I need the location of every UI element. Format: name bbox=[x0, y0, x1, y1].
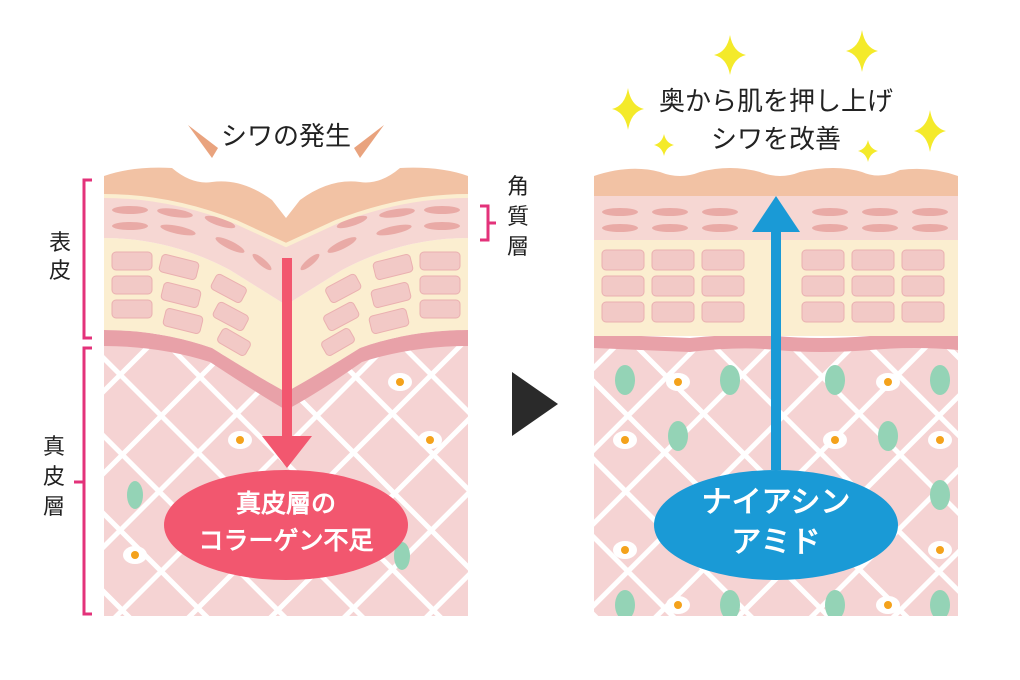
dermis-label-3: 層 bbox=[43, 495, 65, 520]
ingredient-bubble: ナイアシン アミド bbox=[654, 470, 898, 580]
sparkle-icon bbox=[846, 30, 878, 72]
cause-bubble-line1: 真皮層の bbox=[236, 489, 336, 518]
sparkles bbox=[612, 30, 946, 162]
skin-surface bbox=[594, 168, 958, 196]
epidermis-label-1: 表 bbox=[49, 231, 71, 256]
basement-membrane bbox=[104, 330, 468, 410]
blue-up-arrow bbox=[752, 196, 800, 470]
stratum-flakes bbox=[112, 206, 460, 271]
stratum-label-3: 層 bbox=[507, 235, 529, 260]
wrinkle-mark-icon bbox=[354, 125, 384, 158]
sparkle-icon bbox=[654, 134, 674, 156]
epidermis-bracket bbox=[82, 178, 92, 340]
sparkle-icon bbox=[858, 140, 878, 162]
skin-surface bbox=[104, 167, 468, 245]
dermis-cells bbox=[123, 373, 442, 570]
epidermis-cells bbox=[601, 249, 945, 323]
stratum-label-2: 質 bbox=[507, 205, 529, 230]
red-down-arrow bbox=[262, 258, 312, 468]
stratum-flakes bbox=[602, 208, 948, 232]
cause-bubble: 真皮層の コラーゲン不足 bbox=[164, 470, 408, 580]
ingredient-bubble-line1: ナイアシン bbox=[702, 485, 851, 520]
sparkle-icon bbox=[914, 110, 946, 152]
epidermis-cells bbox=[111, 251, 461, 356]
dermis-label-2: 皮 bbox=[43, 465, 65, 490]
sparkle-icon bbox=[714, 35, 746, 75]
right-title-line2: シワを改善 bbox=[711, 125, 841, 155]
transition-triangle-icon bbox=[512, 372, 558, 436]
right-title-line1: 奥から肌を押し上げ bbox=[659, 87, 893, 117]
stratum-corneum-layer bbox=[104, 196, 468, 305]
wrinkle-mark-icon bbox=[188, 125, 218, 158]
stratum-label-1: 角 bbox=[507, 175, 529, 200]
cause-bubble-line2: コラーゲン不足 bbox=[198, 526, 373, 555]
sparkle-icon bbox=[612, 88, 644, 130]
ingredient-bubble-line2: アミド bbox=[731, 525, 820, 560]
dermis-cells bbox=[613, 365, 952, 616]
epidermis-label-2: 皮 bbox=[49, 259, 71, 284]
stratum-corneum-bracket bbox=[480, 204, 496, 242]
left-title: シワの発生 bbox=[221, 122, 351, 152]
dermis-bracket bbox=[74, 346, 92, 616]
dermis-label-1: 真 bbox=[43, 435, 65, 460]
